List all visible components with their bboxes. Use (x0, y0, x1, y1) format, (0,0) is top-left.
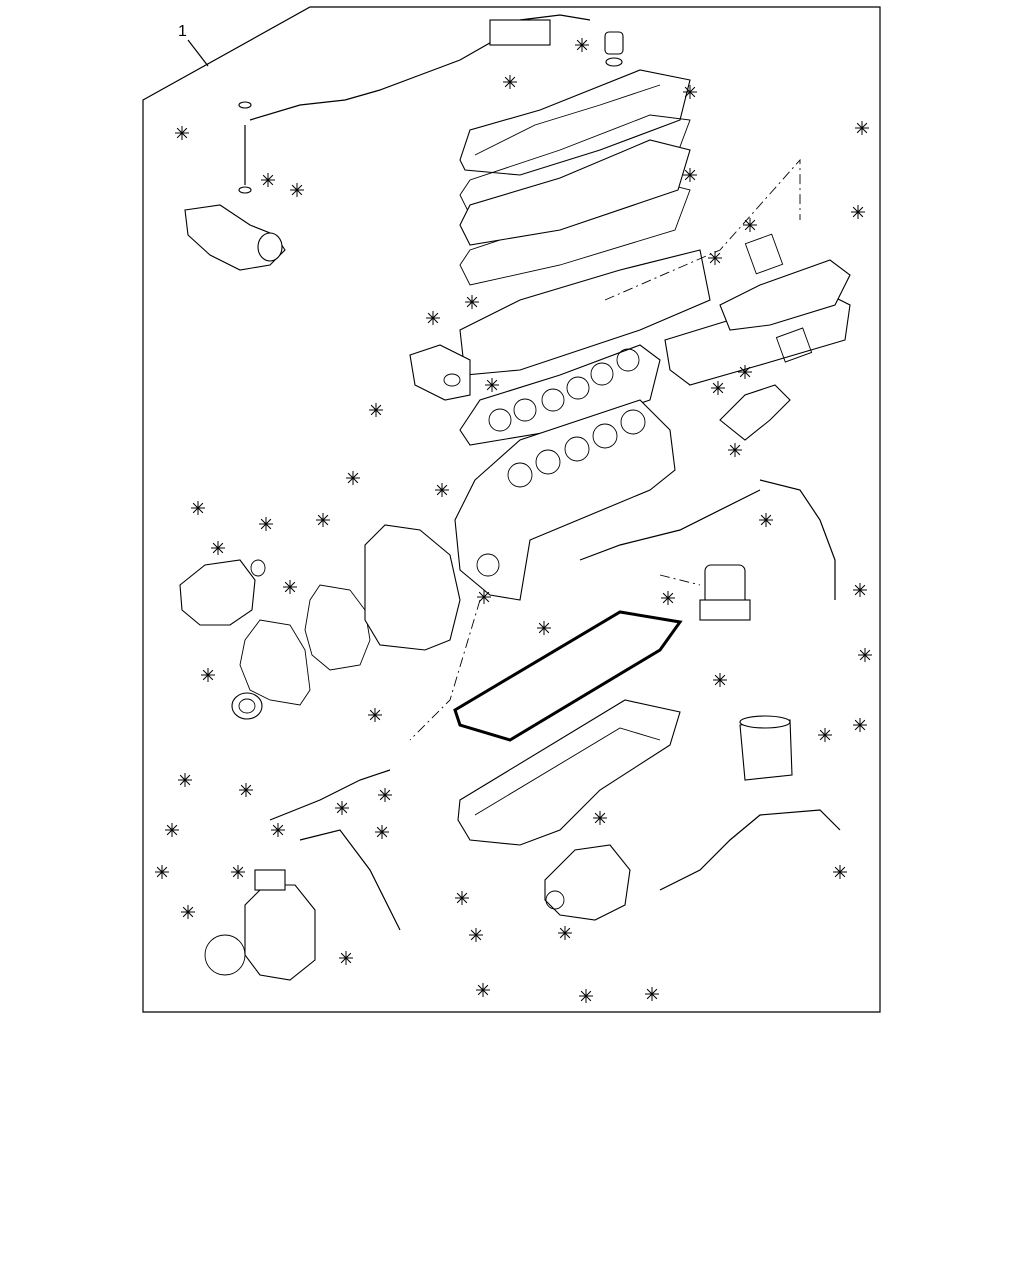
kit-marker-asterisk (455, 891, 469, 905)
kit-boundary (142, 6, 881, 1013)
kit-marker-asterisk (283, 580, 297, 594)
water-outlet-housing (409, 344, 471, 401)
kit-marker-asterisk (271, 823, 285, 837)
kit-marker-asterisk (231, 865, 245, 879)
fuel-return-pipe (249, 14, 591, 121)
assembly-centerline-a (604, 158, 801, 301)
kit-marker-asterisk (833, 865, 847, 879)
cylinder-block (454, 399, 676, 601)
kit-marker-asterisk (165, 823, 179, 837)
kit-marker-asterisk (290, 183, 304, 197)
kit-marker-asterisk (743, 218, 757, 232)
kit-marker-asterisk (477, 590, 491, 604)
kit-marker-asterisk (155, 865, 169, 879)
manifold-gasket-b (775, 327, 813, 363)
kit-marker-asterisk (851, 205, 865, 219)
kit-marker-asterisk (368, 708, 382, 722)
kit-marker-asterisk (239, 783, 253, 797)
kit-marker-asterisk (469, 928, 483, 942)
kit-marker-asterisk (378, 788, 392, 802)
kit-marker-asterisk (661, 591, 675, 605)
kit-marker-asterisk (818, 728, 832, 742)
callout-leader (187, 39, 209, 67)
kit-marker-asterisk (259, 517, 273, 531)
water-pump (179, 559, 266, 626)
kit-marker-asterisk (261, 173, 275, 187)
oil-pan-gasket (453, 610, 683, 742)
kit-marker-asterisk (855, 121, 869, 135)
kit-marker-asterisk (201, 668, 215, 682)
kit-marker-asterisk (339, 951, 353, 965)
kit-marker-asterisk (853, 718, 867, 732)
kit-marker-asterisk (708, 251, 722, 265)
front-cover (364, 524, 461, 651)
dipstick-tube (579, 489, 761, 561)
injection-pump (544, 844, 631, 921)
kit-marker-asterisk (683, 85, 697, 99)
kit-marker-asterisk (738, 365, 752, 379)
kit-marker-asterisk (579, 989, 593, 1003)
kit-marker-asterisk (711, 381, 725, 395)
oil-pan (457, 699, 681, 846)
kit-marker-asterisk (593, 811, 607, 825)
compressor-coolant-lines (269, 769, 401, 931)
compressor-gasket-ring (204, 934, 246, 976)
kit-marker-asterisk (346, 471, 360, 485)
kit-marker-asterisk (728, 443, 742, 457)
front-plate-gasket (304, 584, 371, 671)
cylinder-head-gasket (459, 344, 661, 446)
kit-marker-asterisk (435, 483, 449, 497)
kit-marker-asterisk (316, 513, 330, 527)
kit-marker-asterisk (503, 75, 517, 89)
kit-marker-asterisk (175, 126, 189, 140)
kit-marker-asterisk (537, 621, 551, 635)
kit-marker-asterisk (575, 38, 589, 52)
kit-marker-asterisk (759, 513, 773, 527)
kit-marker-asterisk (476, 983, 490, 997)
pipe-clamp (489, 19, 551, 46)
kit-marker-asterisk (369, 403, 383, 417)
fuel-filter (739, 715, 793, 781)
kit-marker-asterisk (211, 541, 225, 555)
kit-marker-asterisk (858, 648, 872, 662)
egr-valve (699, 564, 751, 621)
kit-marker-asterisk (558, 926, 572, 940)
manifold-gasket-a (744, 233, 784, 275)
kit-marker-asterisk (191, 501, 205, 515)
timing-cover-gasket (239, 619, 311, 706)
kit-marker-asterisk (465, 295, 479, 309)
kit-marker-asterisk (178, 773, 192, 787)
callout-label: 1 (178, 23, 187, 40)
injection-pump-fuel-lines (659, 809, 841, 891)
kit-marker-asterisk (426, 311, 440, 325)
kit-marker-asterisk (335, 801, 349, 815)
kit-marker-asterisk (683, 168, 697, 182)
kit-markers (155, 38, 872, 1003)
kit-marker-asterisk (181, 905, 195, 919)
crankshaft-front-seal (231, 692, 263, 720)
kit-marker-asterisk (375, 825, 389, 839)
exhaust-elbow (719, 384, 791, 441)
thermostat-housing (184, 204, 286, 271)
kit-marker-asterisk (713, 673, 727, 687)
kit-marker-asterisk (485, 378, 499, 392)
air-compressor (244, 869, 316, 981)
assembly-centerline-c (659, 574, 701, 586)
assembly-centerline-b (409, 599, 481, 741)
intake-manifold (719, 259, 851, 331)
egr-pipe (759, 479, 836, 600)
kit-marker-asterisk (645, 987, 659, 1001)
kit-marker-asterisk (853, 583, 867, 597)
oil-filler-cap (604, 31, 624, 67)
rocker-housing (459, 139, 691, 246)
